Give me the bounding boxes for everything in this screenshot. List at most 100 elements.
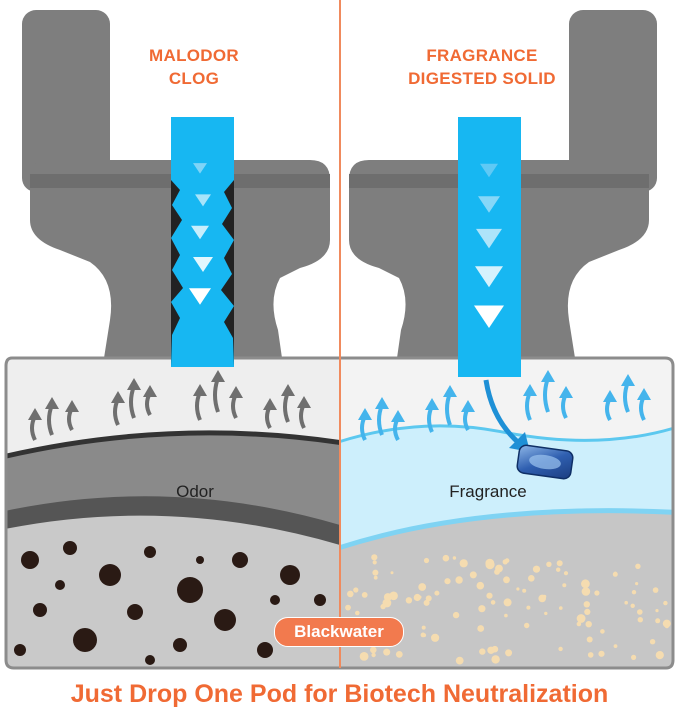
waste-particle	[214, 609, 236, 631]
rising-vapor-arrow-icon	[111, 391, 125, 426]
waste-particle	[562, 583, 567, 588]
waste-particle	[652, 587, 659, 593]
waste-particle	[526, 605, 531, 610]
waste-particle	[383, 648, 391, 656]
waste-particle	[370, 646, 377, 654]
waste-particle	[395, 651, 403, 658]
rising-vapor-arrow-icon	[391, 410, 405, 441]
waste-particle	[372, 560, 377, 565]
rising-vapor-arrow-icon	[375, 397, 389, 436]
waste-particle	[442, 554, 450, 562]
waste-particle	[232, 552, 248, 568]
blackwater-badge: Blackwater	[274, 617, 404, 647]
waste-particle	[504, 613, 508, 618]
waste-particle	[173, 638, 187, 652]
waste-particle	[522, 588, 527, 593]
waste-particle	[345, 604, 351, 611]
waste-particle	[353, 587, 359, 593]
right-title-line2: DIGESTED SOLID	[408, 69, 556, 88]
rising-vapor-arrow-icon	[65, 400, 79, 431]
rising-vapor-arrow-icon	[281, 384, 295, 423]
waste-particle	[559, 606, 563, 610]
waste-particle	[452, 611, 460, 619]
waste-particle	[600, 629, 605, 634]
waste-particle	[630, 603, 635, 608]
waste-particle	[371, 554, 378, 561]
fragrance-label: Fragrance	[449, 482, 527, 501]
waste-particle	[144, 546, 156, 558]
flow-arrow-icon	[480, 163, 498, 178]
waste-particle	[581, 587, 591, 596]
waste-particle	[598, 650, 605, 657]
right-flow-arrow-icons	[474, 163, 504, 328]
waste-particle	[631, 590, 637, 595]
waste-particle	[583, 601, 590, 608]
waste-particle	[556, 567, 561, 572]
footer-tagline: Just Drop One Pod for Biotech Neutraliza…	[70, 680, 609, 708]
waste-particle	[664, 624, 669, 629]
waste-particle	[359, 652, 369, 661]
waste-particle	[314, 594, 326, 606]
waste-particle	[270, 595, 280, 605]
right-clear-pipe	[458, 117, 521, 377]
rising-vapor-arrow-icon	[28, 408, 42, 441]
waste-particle	[581, 579, 590, 589]
waste-particle	[257, 642, 273, 658]
flow-arrow-icon	[189, 288, 211, 305]
waste-particle	[487, 646, 495, 654]
odor-vapor-arrows	[28, 370, 311, 441]
waste-particle	[558, 646, 563, 652]
flow-arrow-icon	[191, 225, 209, 240]
waste-particle	[421, 625, 426, 630]
waste-particle	[631, 654, 637, 661]
right-title: FRAGRANCE DIGESTED SOLID	[372, 44, 592, 90]
waste-particle	[637, 617, 643, 623]
waste-particle	[516, 587, 520, 591]
waste-particle	[373, 575, 378, 580]
waste-particle	[544, 611, 548, 616]
waste-particle	[390, 571, 394, 575]
waste-particle	[479, 648, 486, 655]
flow-arrow-icon	[476, 228, 502, 249]
waste-particle	[423, 557, 430, 564]
waste-particle	[524, 622, 530, 629]
waste-particle	[420, 632, 426, 638]
rising-vapor-arrow-icon	[297, 396, 311, 429]
waste-particle	[502, 559, 508, 565]
waste-particle	[389, 591, 398, 601]
waste-particle	[585, 621, 592, 628]
waste-particle	[280, 565, 300, 585]
flow-arrow-icon	[195, 194, 211, 207]
rising-vapor-arrow-icon	[461, 400, 475, 431]
rising-vapor-arrow-icon	[523, 384, 537, 421]
waste-particle	[63, 541, 77, 555]
waste-particle	[576, 614, 586, 623]
waste-particle	[586, 636, 593, 643]
rising-vapor-arrow-icon	[603, 390, 617, 421]
waste-particle	[556, 560, 563, 567]
waste-particle	[486, 592, 493, 599]
rising-vapor-arrow-icon	[425, 398, 439, 433]
waste-particle	[494, 569, 500, 575]
waste-particle	[33, 603, 47, 617]
waste-particle	[505, 649, 513, 657]
waste-particle	[563, 571, 569, 576]
rising-vapor-arrow-icon	[229, 386, 243, 419]
waste-particle	[99, 564, 121, 586]
waste-particle	[594, 590, 600, 596]
waste-particle	[528, 575, 535, 582]
waste-particle	[637, 609, 643, 615]
waste-particle	[612, 571, 618, 577]
waste-particle	[425, 595, 432, 602]
waste-particle	[423, 599, 430, 606]
waste-particle	[413, 593, 421, 602]
pod-icon	[516, 444, 574, 480]
left-title-line2: CLOG	[168, 69, 220, 88]
waste-particle	[347, 590, 354, 598]
left-flow-arrow-icons	[189, 163, 213, 305]
rising-vapor-arrow-icon	[127, 378, 141, 419]
waste-particle	[418, 595, 422, 599]
waste-particle	[655, 618, 661, 624]
waste-particle	[177, 577, 203, 603]
